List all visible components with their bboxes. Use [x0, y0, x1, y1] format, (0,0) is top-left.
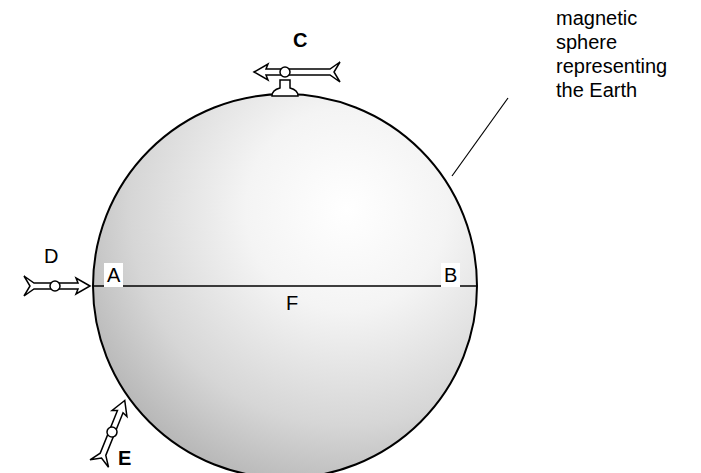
compass-label: D [44, 244, 58, 268]
point-label: A [104, 263, 123, 287]
compass-label: C [293, 28, 307, 52]
compass-label: E [118, 446, 131, 470]
leader-line [452, 98, 508, 176]
compass-d [24, 276, 90, 296]
point-label: F [286, 291, 298, 315]
caption-label: magnetic sphere representing the Earth [556, 6, 698, 102]
compass-c [254, 62, 340, 96]
axis-line [93, 285, 477, 287]
point-label: B [441, 263, 460, 287]
magnetic-sphere [93, 94, 477, 473]
